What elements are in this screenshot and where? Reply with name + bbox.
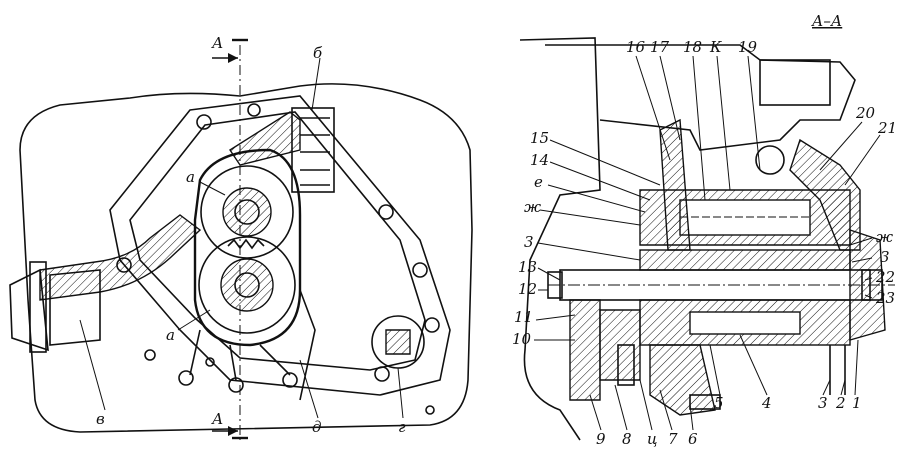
mounting-foot [649, 344, 716, 416]
label-6: 6 [688, 430, 698, 448]
label-19: 19 [738, 38, 758, 56]
inlet-bore [49, 269, 101, 346]
label-a-bottom: а [166, 326, 175, 344]
label-v: в [96, 410, 105, 428]
label-section-title: А–А [811, 12, 842, 30]
label-15: 15 [530, 129, 549, 147]
label-2: 2 [835, 394, 846, 412]
label-ts: ц [647, 430, 657, 448]
label-14: 14 [530, 151, 549, 169]
lower-gear-bore [689, 311, 801, 335]
section-arrow-top-head [228, 53, 238, 63]
label-22: 22 [875, 268, 895, 286]
label-zh-left: ж [524, 198, 541, 216]
end-cap [849, 229, 886, 341]
bracket-pin [755, 145, 785, 175]
label-13: 13 [518, 258, 537, 276]
leader-g [397, 367, 404, 419]
label-section-top: А [211, 34, 223, 52]
label-d: д [312, 418, 322, 436]
label-g: г [398, 418, 406, 436]
label-7: 7 [668, 430, 678, 448]
engine-block-top [545, 44, 856, 151]
label-23: 23 [875, 289, 895, 307]
label-e: е [534, 173, 543, 191]
section-housing [519, 37, 601, 441]
pump-housing-outline [19, 83, 473, 433]
cover-plate [109, 95, 451, 396]
label-3-left: 3 [524, 233, 534, 251]
inner-gallery [129, 111, 426, 371]
label-3-bottom: 3 [818, 394, 828, 412]
label-zh-right: ж [876, 228, 893, 246]
drain-hatch [385, 329, 411, 355]
leader-d [299, 359, 319, 419]
upper-gear [200, 165, 294, 259]
right-leaders [534, 55, 881, 431]
end-nut [861, 269, 883, 301]
bottom-bolt-spokes [189, 329, 291, 381]
shaft-nut [547, 271, 563, 299]
leader-b [311, 57, 321, 111]
label-3-right: 3 [880, 248, 890, 266]
gear-mesh [227, 238, 265, 250]
leader-v [79, 319, 106, 411]
coupling-bolt [617, 344, 635, 386]
upper-bracket [759, 59, 831, 106]
label-4: 4 [761, 394, 772, 412]
lower-gear [198, 236, 296, 334]
label-a-top: а [186, 168, 195, 186]
label-8: 8 [622, 430, 632, 448]
mounting-bolt [689, 394, 721, 410]
leader-a-bottom [177, 309, 211, 331]
upper-shaft [234, 199, 260, 225]
label-17: 17 [650, 38, 670, 56]
outlet-studs [300, 117, 330, 186]
coupling-flange [569, 299, 601, 401]
inlet-flange-plate [29, 261, 47, 353]
label-21: 21 [877, 119, 897, 137]
outlet-flange [291, 107, 335, 193]
label-section-bottom: А [211, 410, 223, 428]
upper-gear-bore [679, 199, 811, 236]
label-20: 20 [855, 104, 876, 122]
label-b: б [313, 44, 323, 62]
lower-shaft [234, 272, 260, 298]
left-view: А А б а а в д г [9, 34, 473, 440]
shaft-upper-sleeve [639, 249, 851, 271]
label-12: 12 [518, 280, 537, 298]
label-16: 16 [626, 38, 646, 56]
label-11: 11 [514, 308, 533, 326]
leader-a-top [199, 181, 226, 196]
label-18: 18 [683, 38, 702, 56]
label-10: 10 [512, 330, 532, 348]
lower-gear-hub [220, 258, 274, 312]
section-arrow-bottom-head [228, 426, 238, 436]
label-5: 5 [714, 394, 724, 412]
inlet-pipe [39, 214, 202, 301]
upper-gear-hub [222, 187, 272, 237]
label-9: 9 [596, 430, 606, 448]
cover-bolts [116, 103, 440, 415]
label-k: К [709, 38, 722, 56]
right-view: А–А 16 17 18 К 19 20 21 15 14 е ж 3 13 1… [512, 12, 897, 448]
label-1: 1 [852, 394, 862, 412]
